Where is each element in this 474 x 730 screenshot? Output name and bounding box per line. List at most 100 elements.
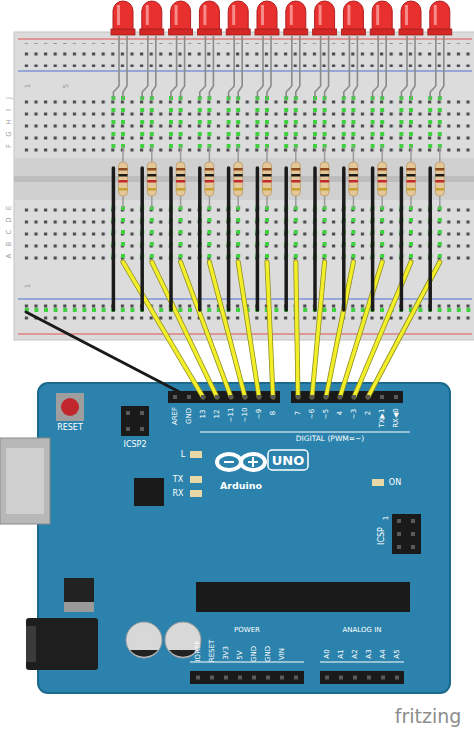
resistor-symbol xyxy=(291,162,300,196)
header-pin xyxy=(411,519,415,523)
hole-row xyxy=(22,202,472,262)
connected-hole xyxy=(342,144,346,148)
wire-black xyxy=(140,168,144,310)
connected-hole xyxy=(371,108,375,112)
connected-hole xyxy=(380,230,384,234)
led-symbol xyxy=(113,1,133,30)
row-letter: J xyxy=(6,97,13,99)
header-line xyxy=(200,432,410,433)
led-rim xyxy=(284,29,308,35)
connected-hole xyxy=(207,308,211,312)
pin-label: TX xyxy=(173,476,183,484)
resistor-band xyxy=(407,168,416,171)
wire-black xyxy=(342,168,346,310)
connected-hole xyxy=(169,120,173,124)
wire-black xyxy=(371,168,375,310)
connected-hole xyxy=(313,132,317,136)
led-leg xyxy=(267,36,271,98)
connected-hole xyxy=(313,108,317,112)
row-letter: G xyxy=(6,131,13,136)
connected-hole xyxy=(236,308,240,312)
led-leg xyxy=(286,36,292,98)
connected-hole xyxy=(236,132,240,136)
connected-hole xyxy=(111,132,115,136)
connected-hole xyxy=(102,308,106,312)
connected-hole xyxy=(438,132,442,136)
led-highlight xyxy=(232,5,235,25)
led-symbol xyxy=(142,1,162,30)
led-symbol xyxy=(228,1,248,30)
hole-row xyxy=(22,92,472,152)
pin-label: 4 xyxy=(337,411,344,415)
connected-hole xyxy=(322,308,326,312)
header-pin xyxy=(140,411,144,415)
connected-hole xyxy=(371,132,375,136)
connected-hole xyxy=(227,120,231,124)
led-leg xyxy=(181,36,185,98)
header-pin xyxy=(310,395,314,399)
header-pin xyxy=(140,427,144,431)
header-pin xyxy=(196,676,200,680)
resistor-band xyxy=(234,174,243,177)
resistor-band xyxy=(234,188,243,191)
connected-hole xyxy=(438,254,442,258)
power-jack xyxy=(26,618,98,670)
wire-black xyxy=(400,168,404,310)
connected-hole xyxy=(409,242,413,246)
connected-hole xyxy=(380,132,384,136)
connected-hole xyxy=(179,132,183,136)
power-jack xyxy=(26,626,36,662)
led-indicator xyxy=(190,490,202,497)
pin-label: DIGITAL (PWM=~) xyxy=(296,435,365,443)
led-symbol xyxy=(199,1,219,30)
resistor-band xyxy=(349,180,358,183)
connected-hole xyxy=(323,120,327,124)
connected-hole xyxy=(399,132,403,136)
led-indicator xyxy=(190,451,202,458)
header-pin xyxy=(266,676,270,680)
resistor-band xyxy=(234,168,243,171)
pin-label: UNO xyxy=(272,454,305,467)
rail-line xyxy=(18,38,472,39)
header-pin xyxy=(243,395,247,399)
connected-hole xyxy=(265,120,269,124)
pin-label: 12 xyxy=(214,410,221,419)
led-leg xyxy=(344,36,350,98)
header-line xyxy=(190,662,304,663)
header-pin xyxy=(411,532,415,536)
resistor-band xyxy=(320,188,329,191)
pin-label: AREF xyxy=(172,407,179,425)
connected-hole xyxy=(121,108,125,112)
pin-label: TX▶1 xyxy=(379,409,386,428)
connected-hole xyxy=(111,108,115,112)
connected-hole xyxy=(121,230,125,234)
led-highlight xyxy=(405,5,408,25)
usb-port xyxy=(0,438,50,524)
connected-hole xyxy=(438,308,442,312)
arduino-logo xyxy=(217,454,265,470)
connected-hole xyxy=(121,254,125,258)
led-rim xyxy=(255,29,279,35)
led-rim xyxy=(226,29,250,35)
led-highlight xyxy=(434,5,437,25)
led-leg xyxy=(123,36,127,98)
wire-yellow xyxy=(326,262,353,397)
connected-hole xyxy=(236,230,240,234)
wire-yellow xyxy=(267,262,273,397)
pin-header xyxy=(320,671,404,684)
resistor-band xyxy=(291,174,300,177)
resistor-band xyxy=(291,168,300,171)
led-highlight xyxy=(117,5,120,25)
connected-hole xyxy=(428,132,432,136)
pin-header xyxy=(168,391,280,403)
led-highlight xyxy=(261,5,264,25)
connected-hole xyxy=(121,308,125,312)
connected-hole xyxy=(207,120,211,124)
led-symbol xyxy=(286,1,306,30)
connected-hole xyxy=(294,108,298,112)
resistor-band xyxy=(320,180,329,183)
header-label: ICSP2 xyxy=(124,441,147,449)
connected-hole xyxy=(121,242,125,246)
connected-hole xyxy=(409,218,413,222)
led-leg xyxy=(142,36,148,98)
